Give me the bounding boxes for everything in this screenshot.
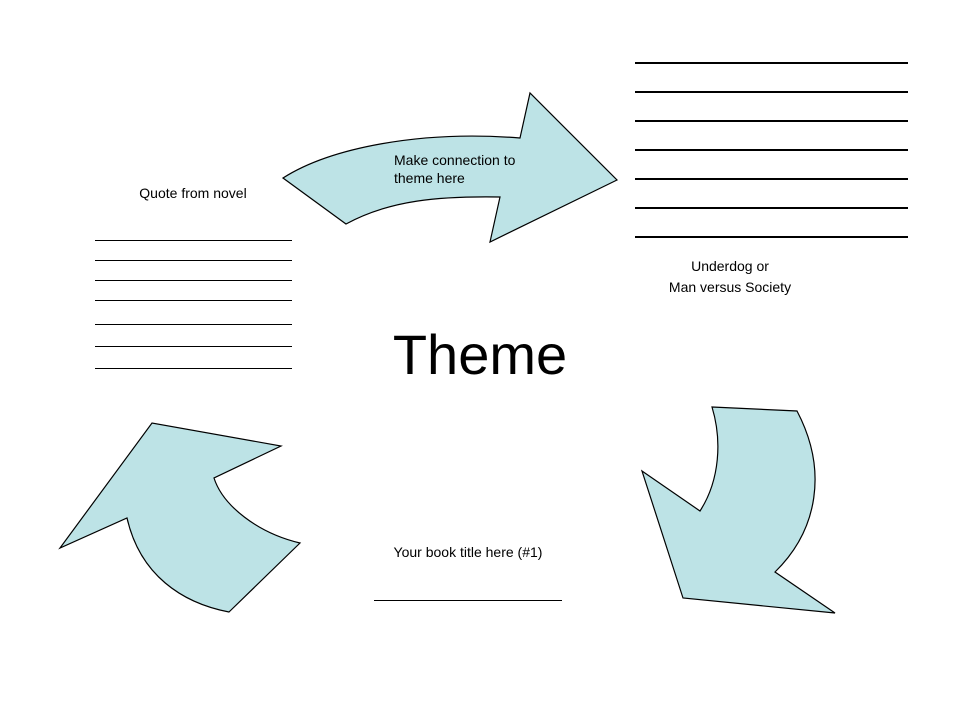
- category-line: [635, 178, 908, 180]
- category-line: [635, 120, 908, 122]
- category-line: [635, 91, 908, 93]
- left-arrow: [58, 422, 302, 613]
- category-line: [635, 236, 908, 238]
- arrow-connection-text-line2: theme here: [394, 170, 465, 186]
- category-label-line1: Underdog or: [691, 258, 769, 274]
- top-arrow: [281, 91, 619, 244]
- quote-label: Quote from novel: [139, 185, 247, 201]
- quote-line: [95, 324, 292, 325]
- quote-line: [95, 260, 292, 261]
- quote-line: [95, 280, 292, 281]
- right-arrow: [640, 406, 836, 614]
- quote-line: [95, 300, 292, 301]
- category-line: [635, 62, 908, 64]
- category-line: [635, 149, 908, 151]
- quote-line: [95, 368, 292, 369]
- category-line: [635, 207, 908, 209]
- book-title-label: Your book title here (#1): [393, 544, 543, 560]
- quote-line: [95, 240, 292, 241]
- category-label-line2: Man versus Society: [668, 279, 792, 295]
- theme-title: Theme: [392, 323, 568, 386]
- quote-line: [95, 346, 292, 347]
- arrow-connection-text-line1: Make connection to: [394, 152, 516, 168]
- book-title-blank-line: [374, 600, 562, 601]
